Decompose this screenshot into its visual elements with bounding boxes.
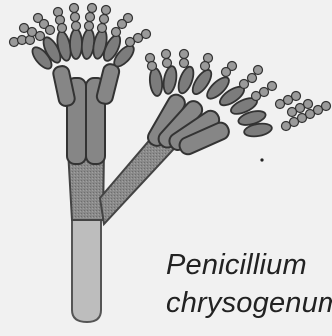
caption-line-1: Penicillium bbox=[166, 251, 307, 280]
stalk-base bbox=[72, 218, 101, 322]
phialide bbox=[149, 67, 164, 96]
metula bbox=[95, 63, 120, 106]
phialide bbox=[162, 65, 179, 95]
caption-line-2: chrysogenum bbox=[166, 289, 332, 318]
speck bbox=[260, 158, 263, 161]
left-head bbox=[52, 63, 121, 164]
phialide bbox=[70, 29, 82, 59]
metula bbox=[52, 65, 76, 107]
left-phialides bbox=[29, 28, 137, 72]
